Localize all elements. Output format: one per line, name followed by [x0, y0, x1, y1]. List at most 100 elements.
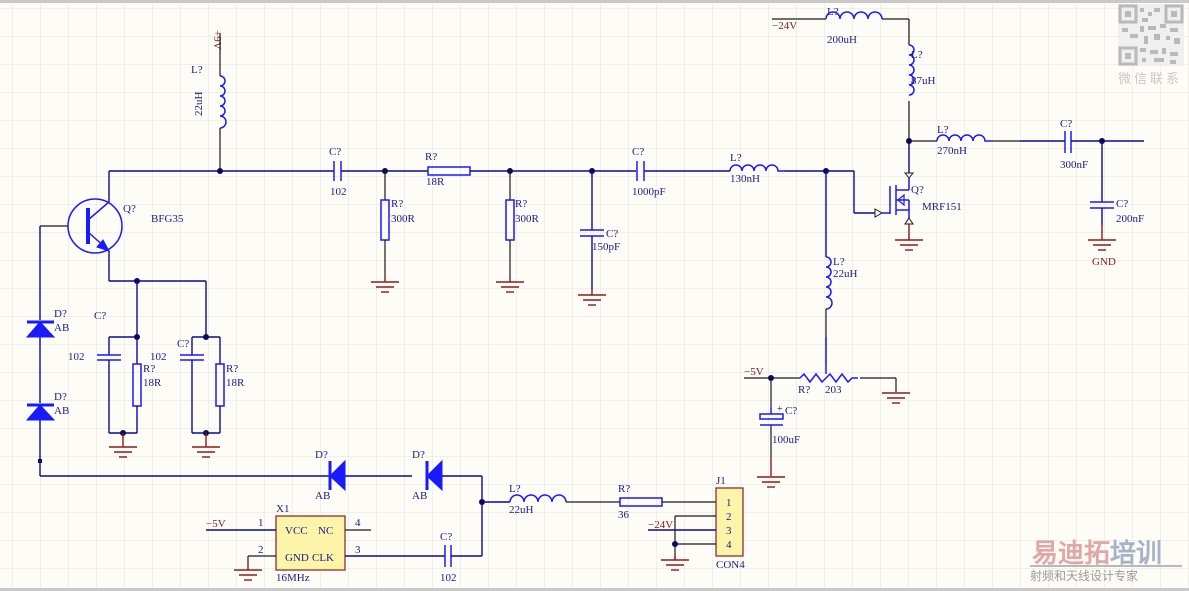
j1-pin1: 1 [726, 497, 732, 509]
x1-pin-nc: NC [318, 525, 333, 537]
l3-ref: L? [827, 6, 839, 18]
diode-d4[interactable]: D? AB [412, 449, 485, 556]
brand-watermark: 易迪拓培训 [1032, 533, 1162, 570]
bias-left-wire [38, 226, 330, 477]
power-label-neg24-top: −24V [772, 20, 797, 32]
power-label-neg24-conn: −24V [648, 519, 673, 531]
resistor-r4[interactable]: R? 18R [108, 337, 162, 458]
r2-value: 18R [426, 176, 445, 188]
capacitor-c5[interactable]: C? 200nF GND [1087, 141, 1144, 268]
q2-value: MRF151 [922, 201, 962, 213]
j1-pin2: 2 [726, 511, 732, 523]
j1-pin3: 3 [726, 525, 732, 537]
c1-ref: C? [329, 146, 341, 158]
diode-d2[interactable]: D? AB [25, 391, 69, 421]
rv1-ref: R? [798, 384, 810, 396]
power-label-9v: +9V [211, 30, 223, 50]
capacitor-c1[interactable]: C? 102 [329, 146, 347, 198]
diode-d1[interactable]: D? AB [25, 308, 69, 338]
c8-ref: C? [177, 338, 189, 350]
capacitor-c4[interactable]: C? 300nF [1060, 118, 1144, 171]
r1-value: 300R [391, 213, 416, 225]
c7-value: 102 [68, 351, 85, 363]
d1-ref: D? [54, 308, 67, 320]
r4-value: 18R [143, 377, 162, 389]
resistor-r3[interactable]: R? 300R [495, 171, 540, 293]
d1-value: AB [54, 322, 69, 334]
capacitor-c8[interactable]: C? 102 [150, 334, 220, 433]
brand-watermark-tagline: 射频和天线设计专家 [1030, 569, 1139, 583]
window-bottom-border [0, 588, 1189, 591]
power-9v: +9V [211, 30, 223, 50]
inductor-l5[interactable]: L? 270nH [909, 124, 1065, 157]
inductor-l1[interactable]: L? 22uH [191, 33, 227, 171]
l1-value: 22uH [193, 92, 205, 117]
mosfet-q2[interactable]: Q? MRF151 [874, 141, 962, 251]
r3-ref: R? [515, 198, 527, 210]
resistor-r2[interactable]: R? 18R [425, 151, 471, 188]
l4-value: 87uH [911, 75, 936, 87]
capacitor-c9[interactable]: C? 102 [440, 531, 482, 584]
transistor-q1[interactable]: Q? BFG35 [40, 171, 184, 281]
l2-ref: L? [730, 152, 742, 164]
brand-watermark-part1: 易迪拓 [1032, 539, 1111, 569]
resistor-r1[interactable]: R? 300R [370, 171, 416, 293]
c1-value: 102 [330, 186, 347, 198]
capacitor-c7[interactable]: C? 102 [68, 310, 140, 433]
window-top-border [0, 0, 1189, 3]
c4-ref: C? [1060, 118, 1072, 130]
inductor-l7[interactable]: L? 22uH [482, 483, 620, 516]
inductor-l6[interactable]: L? 22uH [825, 171, 858, 365]
oscillator-x1[interactable]: −5V X1 16MHz VCC NC GND CLK 1 2 3 4 [206, 503, 445, 584]
qr-code-watermark [1118, 4, 1184, 66]
resistor-r6[interactable]: R? 36 [618, 483, 716, 521]
q1-ref: Q? [123, 203, 136, 215]
j1-value: CON4 [716, 559, 745, 571]
x1-ref: X1 [276, 503, 289, 515]
c8-value: 102 [150, 351, 167, 363]
c9-ref: C? [440, 531, 452, 543]
inductor-l3[interactable]: L? 200uH [825, 6, 910, 46]
x1-pin2: 2 [258, 544, 264, 556]
l3-value: 200uH [827, 34, 857, 46]
j1-pin4: 4 [726, 539, 732, 551]
power-label-neg5-mid: −5V [744, 366, 764, 378]
d4-value: AB [412, 490, 427, 502]
c3-ref: C? [632, 146, 644, 158]
r1-ref: R? [391, 198, 403, 210]
r5-ref: R? [226, 363, 238, 375]
x1-value: 16MHz [276, 572, 310, 584]
c5-value: 200nF [1116, 213, 1144, 225]
l6-ref: L? [833, 256, 845, 268]
emitter-network [109, 278, 207, 337]
inductor-l2[interactable]: L? 130nH [729, 152, 785, 185]
gate-wire [853, 171, 875, 214]
c5-ref: C? [1116, 198, 1128, 210]
connector-j1[interactable]: −24V J1 CON4 1 2 3 4 [648, 475, 745, 571]
c6-value: 100uF [772, 434, 800, 446]
x1-pin-vcc: VCC [285, 525, 308, 537]
inductor-l4[interactable]: L? 87uH [906, 44, 936, 144]
capacitor-c2[interactable]: C? 150pF [577, 171, 620, 306]
gnd-label: GND [1092, 256, 1116, 268]
d4-ref: D? [412, 449, 425, 461]
l5-value: 270nH [937, 145, 967, 157]
brand-watermark-part2: 培训 [1110, 539, 1163, 569]
r5-value: 18R [226, 377, 245, 389]
l2-value: 130nH [730, 173, 760, 185]
r6-value: 36 [618, 509, 630, 521]
c2-ref: C? [606, 228, 618, 240]
c9-value: 102 [440, 572, 457, 584]
resistor-r5[interactable]: R? 18R [191, 337, 245, 458]
c7-ref: C? [94, 310, 106, 322]
d2-value: AB [54, 405, 69, 417]
capacitor-c6[interactable]: + C? 100uF [756, 378, 800, 488]
q1-value: BFG35 [151, 213, 184, 225]
diode-d3[interactable]: D? AB [315, 449, 412, 502]
d2-ref: D? [54, 391, 67, 403]
x1-pin4: 4 [355, 517, 361, 529]
capacitor-c3[interactable]: C? 1000pF [632, 146, 666, 198]
l1-ref: L? [191, 64, 203, 76]
l5-ref: L? [937, 124, 949, 136]
